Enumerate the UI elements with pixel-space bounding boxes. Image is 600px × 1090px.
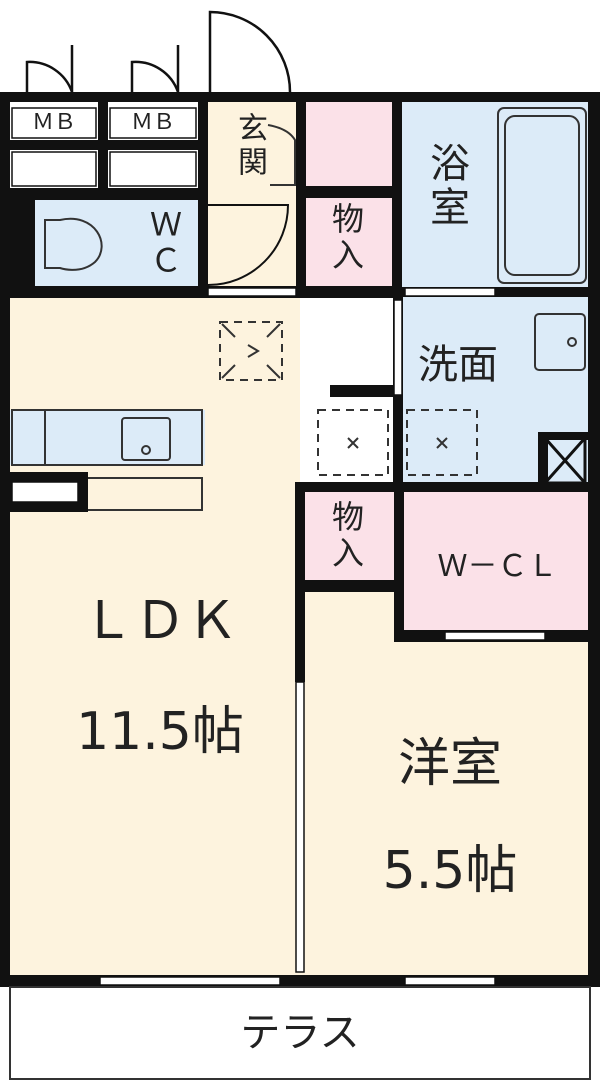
ventilation-mark-mid-x xyxy=(347,437,359,449)
western-room-floor xyxy=(300,640,590,980)
wall-right xyxy=(588,92,600,987)
storage-mid-label: 物入 xyxy=(327,500,365,572)
western-room-name-label: 洋室 xyxy=(397,734,502,794)
wall-upper-horizontal xyxy=(0,286,400,298)
ventilation-mark-mid xyxy=(317,409,389,476)
wc-door-gap xyxy=(207,287,297,297)
ventilation-mark-ldk xyxy=(219,321,283,381)
wall-storage-mid-bottom xyxy=(295,580,400,592)
wall-mb-divider xyxy=(98,92,108,192)
entrance-label: 玄関 xyxy=(232,112,267,180)
bath-floor xyxy=(400,100,590,290)
wall-closet-left xyxy=(394,482,404,642)
mb-left-door xyxy=(25,45,74,93)
wall-mb-right xyxy=(198,92,208,297)
washroom-door-gap xyxy=(393,299,403,396)
ventilation-mark-ldk-arrows xyxy=(221,323,281,379)
mb-right-lower-opening xyxy=(109,151,197,187)
storage-top-label: 物入 xyxy=(327,202,365,274)
ldk-size-label: 11.5帖 xyxy=(76,702,244,762)
kitchen-sink xyxy=(121,417,171,461)
wall-left xyxy=(0,92,10,987)
mid-sliding-gap xyxy=(295,681,305,973)
wash-basin xyxy=(534,313,586,371)
wall-bath-left xyxy=(392,92,402,297)
washroom-label: 洗面 xyxy=(418,342,498,388)
wall-storage-top-mid xyxy=(296,186,400,198)
wall-bottom xyxy=(0,975,600,987)
entrance-door xyxy=(208,10,292,93)
closet-door-gap xyxy=(444,631,546,641)
mb-right-door xyxy=(130,45,180,93)
walls xyxy=(0,92,600,987)
mb-right-opening xyxy=(109,107,197,139)
bathtub-inner xyxy=(504,115,580,276)
wc-floor xyxy=(35,200,200,290)
storage-mid-floor xyxy=(300,490,400,585)
bath-label: 浴室 xyxy=(423,142,469,230)
door-swings xyxy=(25,10,292,286)
kitchen-counter-floor xyxy=(10,410,205,465)
kitchen-sink-drain xyxy=(141,445,151,455)
wc-label: ＷＣ xyxy=(145,208,183,280)
ventilation-mark-washroom xyxy=(406,409,478,476)
wall-wc-left xyxy=(10,195,35,295)
western-room-size-label: 5.5帖 xyxy=(382,841,518,901)
wall-mb-lower xyxy=(0,188,205,200)
wc-door-swing xyxy=(207,204,290,286)
wall-bath-bottom xyxy=(392,287,600,297)
ventilation-mark-washroom-x xyxy=(436,437,448,449)
room-window xyxy=(404,976,496,986)
wall-ldk-stub xyxy=(330,385,395,397)
bathtub xyxy=(497,107,587,284)
terrace-label: テラス xyxy=(240,1010,360,1056)
wall-pipe-top xyxy=(538,432,600,440)
pipe-space-cross xyxy=(543,437,587,484)
ldk-window xyxy=(99,976,281,986)
mb-left-opening xyxy=(11,107,97,139)
walk-in-closet-label: Ｗ－ＣＬ xyxy=(437,549,558,584)
wash-basin-drain xyxy=(567,337,577,347)
entrance-step xyxy=(267,124,296,186)
mb-left-label: ＭＢ xyxy=(31,110,76,135)
terrace-outline xyxy=(9,986,591,1080)
wall-washroom-bottom xyxy=(295,482,600,492)
wall-pipe-left xyxy=(538,432,548,487)
walk-in-closet-floor xyxy=(400,490,590,630)
mb-right-label: ＭＢ xyxy=(130,110,175,135)
kitchen-block-opening xyxy=(11,481,79,503)
ldk-name-label: ＬＤＫ xyxy=(81,591,238,651)
mb-left-lower-opening xyxy=(11,151,97,187)
bath-door-gap xyxy=(404,287,496,297)
western-room-alcove-floor xyxy=(300,590,400,640)
kitchen-counter xyxy=(11,409,203,466)
toilet-bowl xyxy=(44,217,103,271)
openings xyxy=(11,107,546,986)
